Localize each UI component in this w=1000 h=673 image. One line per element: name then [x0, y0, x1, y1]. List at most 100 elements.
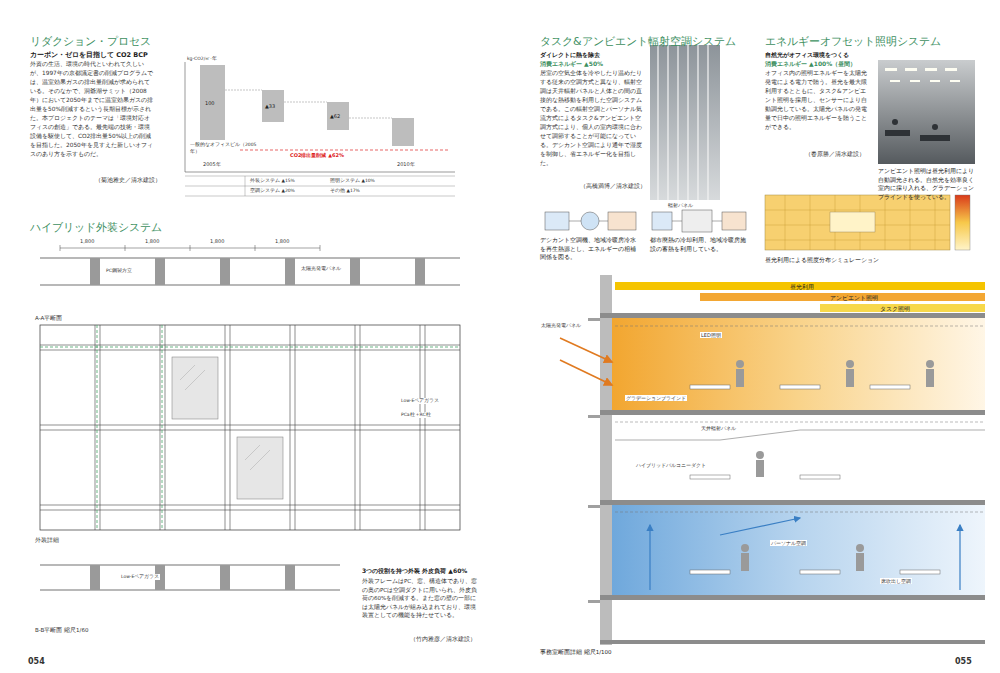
drawing-rect: [682, 210, 712, 232]
drawing-rect: [920, 135, 950, 141]
drawing-line: [225, 90, 262, 91]
drawing-line: [425, 325, 426, 530]
drawing-line: [230, 325, 231, 530]
drawing-rect: [736, 369, 744, 387]
drawing-rect: [780, 385, 820, 389]
callout: 床吹出し空調: [880, 578, 912, 584]
bar-label: 昼光利用: [790, 283, 814, 292]
drawing-line: [284, 102, 327, 103]
drawing-rect: [765, 195, 950, 250]
drawing-rect: [285, 565, 295, 590]
drawing-line: [190, 245, 191, 251]
drawing-line: [180, 365, 195, 380]
drawing-line: [245, 176, 246, 196]
subheading: カーボン・ゼロを目指して CO2 BCP: [30, 50, 160, 60]
drawing-g: [658, 45, 708, 200]
body-text: 外装フレームはPC、窓、構造体であり、窓の奥のPCは空調ダクトに用いられ、外皮負…: [362, 577, 480, 620]
drawing-rect: [392, 118, 414, 146]
drawing-title: 事務室断面詳細 縮尺1/100: [540, 648, 612, 657]
drawing-line: [97, 325, 98, 530]
drawing-line: [40, 430, 460, 431]
drawing-line: [677, 45, 678, 200]
drawing-g: [690, 385, 940, 574]
drawing-line: [697, 45, 698, 200]
drawing-rect: [690, 570, 730, 574]
bar-label: アンビエント照明: [830, 294, 878, 303]
drawing-line: [657, 45, 658, 200]
drawing-g: [545, 210, 746, 232]
drawing-line: [420, 325, 421, 530]
drawing-line: [765, 210, 950, 211]
drawing-rect: [856, 553, 864, 571]
drawing-g: [885, 68, 960, 82]
drawing-line: [649, 525, 650, 590]
drawing-g: [600, 313, 985, 644]
drawing-line: [40, 258, 460, 259]
drawing-line: [40, 345, 460, 346]
drawing-rect: [650, 45, 720, 200]
drawing-line: [935, 195, 936, 250]
drawing-line: [615, 422, 985, 423]
drawing-rect: [90, 258, 100, 285]
drawing-line: [185, 172, 455, 173]
axis-label: 2005年: [203, 161, 221, 169]
table-cell: 空調システム ▲20%: [250, 188, 295, 195]
drawing-line: [160, 325, 161, 530]
drawing-rect: [155, 258, 165, 285]
drawing-line: [95, 325, 96, 530]
drawing-line: [615, 326, 985, 327]
credit: （春原勝／清水建設）: [805, 150, 865, 159]
drawing-line: [320, 245, 321, 251]
callout: Low-Eペアガラス: [400, 398, 440, 404]
drawing-rect: [588, 600, 600, 603]
drawing-rect: [945, 68, 957, 71]
drawing-g: [765, 195, 950, 250]
drawing-circle: [846, 360, 854, 368]
callout: ハイブリッドバルコニーダクト: [635, 462, 707, 468]
drawing-line: [599, 221, 608, 222]
callout: 天井輻射パネル: [700, 425, 737, 431]
bar-label: タスク照明: [880, 305, 910, 314]
drawing-rect: [588, 415, 600, 418]
drawing-line: [185, 176, 455, 177]
drawing-rect: [905, 68, 917, 71]
drawing-g: [588, 318, 600, 603]
drawing-line: [615, 512, 985, 513]
drawing-line: [560, 338, 612, 362]
drawing-line: [225, 325, 226, 530]
drawing-g: [90, 565, 295, 590]
diagram-caption: 都市廃熱の冷却利用、地域冷暖房施設の蓄熱を利用している。: [650, 236, 750, 253]
drawing-g: [736, 360, 934, 571]
drawing-line: [667, 45, 668, 200]
drawing-circle: [856, 544, 864, 552]
drawing-line: [185, 186, 455, 187]
bar-label: 一般的なオフィスビル（2005年）: [190, 142, 260, 156]
drawing-g: [40, 325, 460, 530]
drawing-rect: [612, 505, 985, 595]
drawing-rect: [612, 318, 985, 410]
page-number: 054: [28, 656, 45, 668]
diagram-caption: 昼光利用による照度分布シミュレーション: [765, 256, 879, 265]
drawing-title: 外装詳細: [35, 536, 59, 545]
drawing-line: [255, 245, 256, 251]
drawing-circle: [581, 212, 599, 230]
section-heading: リダクション・プロセス: [30, 33, 151, 50]
drawing-rect: [237, 437, 283, 499]
drawing-title: A-A平断面: [35, 314, 62, 323]
drawing-rect: [652, 212, 672, 230]
drawing-circle: [932, 124, 938, 130]
drawing-g: [60, 245, 320, 251]
subheading: ダイレクトに熱を除去: [540, 50, 600, 59]
drawing-line: [125, 245, 126, 251]
drawing-rect: [890, 80, 900, 82]
drawing-rect: [926, 369, 934, 387]
reduction-label: CO2排出量削減 ▲62%: [290, 152, 344, 160]
dimension: 1,800: [275, 238, 289, 246]
drawing-line: [185, 62, 186, 172]
drawing-line: [165, 325, 166, 530]
photo-caption: 輻射パネル: [668, 202, 693, 210]
drawing-rect: [220, 565, 230, 590]
drawing-line: [185, 370, 205, 390]
drawing-line: [40, 347, 460, 348]
drawing-rect: [830, 212, 875, 232]
